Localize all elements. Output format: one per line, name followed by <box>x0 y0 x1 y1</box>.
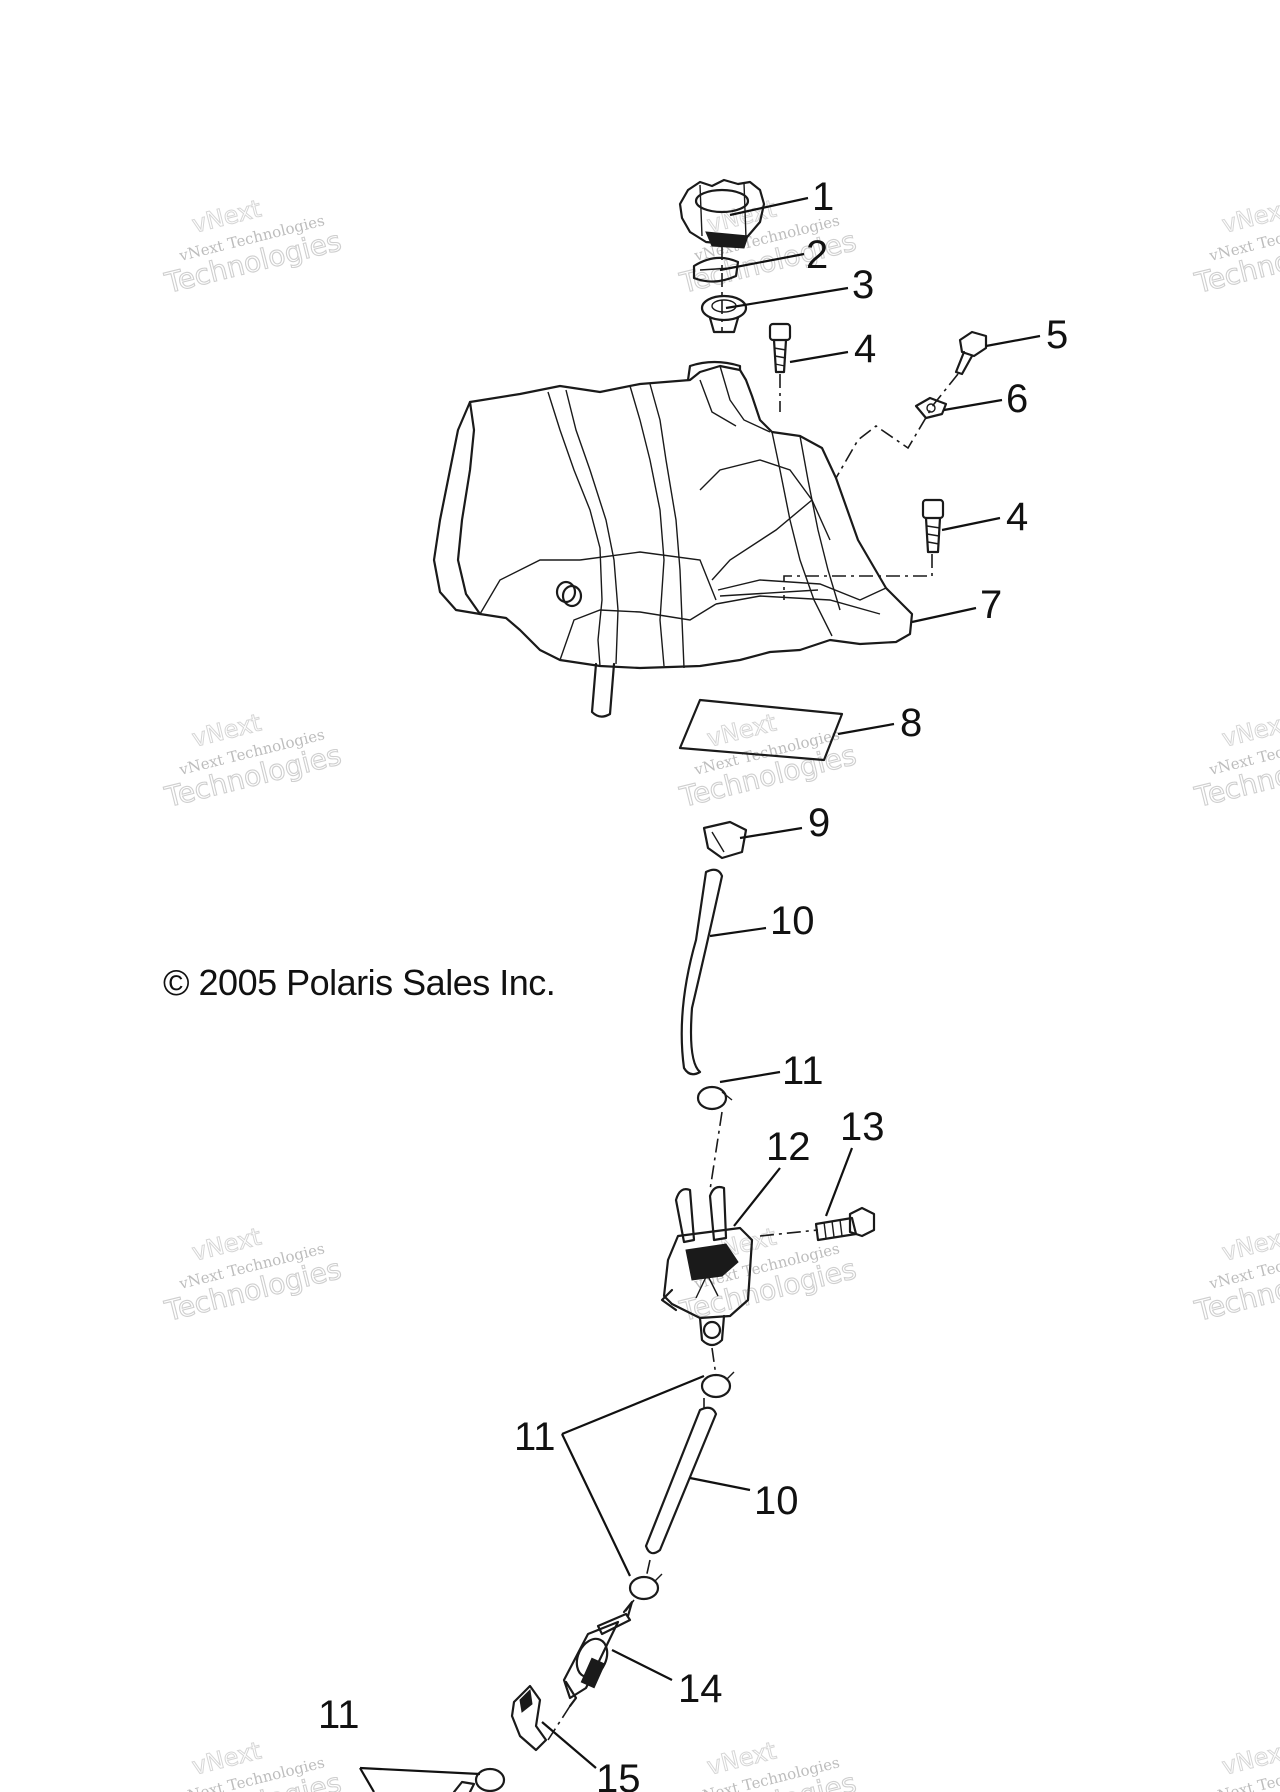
callout-2: 2 <box>806 233 828 277</box>
watermark: vNext vNext Technologies Technologies <box>1190 194 1280 301</box>
valve-screw <box>814 1206 876 1242</box>
callout-13: 13 <box>840 1105 885 1149</box>
fuel-cap <box>678 178 766 249</box>
callout-9: 9 <box>808 801 830 845</box>
callout-6: 6 <box>1006 377 1028 421</box>
filler-seal <box>700 294 748 334</box>
callout-11: 11 <box>318 1693 360 1737</box>
callout-10: 10 <box>770 899 815 943</box>
watermark: vNext vNext Technologies Technologies <box>160 194 345 301</box>
hose-clamp <box>700 1371 735 1399</box>
fuel-hose-lower <box>644 1406 718 1555</box>
callout-labels: 1 2 3 4 5 6 4 7 8 9 10 11 12 13 11 10 14… <box>318 175 1068 1792</box>
fuel-hose-upper <box>680 868 724 1076</box>
fuel-valve <box>660 1185 754 1347</box>
assembly-lines <box>547 246 959 1741</box>
watermark: vNext vNext Technologies Technologies <box>160 1222 345 1329</box>
watermark: vNext vNext Technologies Technologies <box>675 1736 860 1792</box>
callout-4: 4 <box>1006 495 1028 539</box>
hose-clamp <box>696 1085 733 1111</box>
callout-12: 12 <box>766 1125 811 1169</box>
callout-10: 10 <box>754 1479 799 1523</box>
decal <box>678 698 844 762</box>
hose-elbow <box>510 1684 548 1752</box>
callout-1: 1 <box>812 175 834 219</box>
callout-11: 11 <box>782 1049 824 1093</box>
hose-clamp-top <box>702 820 748 860</box>
watermark: vNext vNext Technologies Technologies <box>675 708 860 815</box>
callout-7: 7 <box>980 583 1002 627</box>
leader-lines <box>359 196 1041 1792</box>
callout-14: 14 <box>678 1667 723 1711</box>
copyright-notice: © 2005 Polaris Sales Inc. <box>163 962 556 1003</box>
callout-11: 11 <box>514 1415 556 1459</box>
partial-part-bottom <box>452 1780 476 1792</box>
hose-clamp <box>474 1767 506 1792</box>
watermark: vNext vNext Technologies Technologies <box>1190 1222 1280 1329</box>
watermark: vNext vNext Technologies Technologies <box>1190 708 1280 815</box>
fuel-filter <box>562 1600 634 1708</box>
callout-15: 15 <box>596 1757 641 1792</box>
callout-4: 4 <box>854 327 876 371</box>
callout-3: 3 <box>852 263 874 307</box>
callout-5: 5 <box>1046 313 1068 357</box>
bolt-lower <box>921 498 945 554</box>
hose-clamp <box>628 1573 663 1601</box>
callout-8: 8 <box>900 701 922 745</box>
watermark: vNext vNext Technologies Technologies <box>160 1736 345 1792</box>
screw <box>954 330 988 376</box>
watermark: vNext vNext Technologies Technologies <box>1190 1736 1280 1792</box>
fuel-tank <box>432 360 914 718</box>
washer <box>914 396 948 420</box>
watermark: vNext vNext Technologies Technologies <box>160 708 345 815</box>
bolt-upper <box>768 322 792 374</box>
